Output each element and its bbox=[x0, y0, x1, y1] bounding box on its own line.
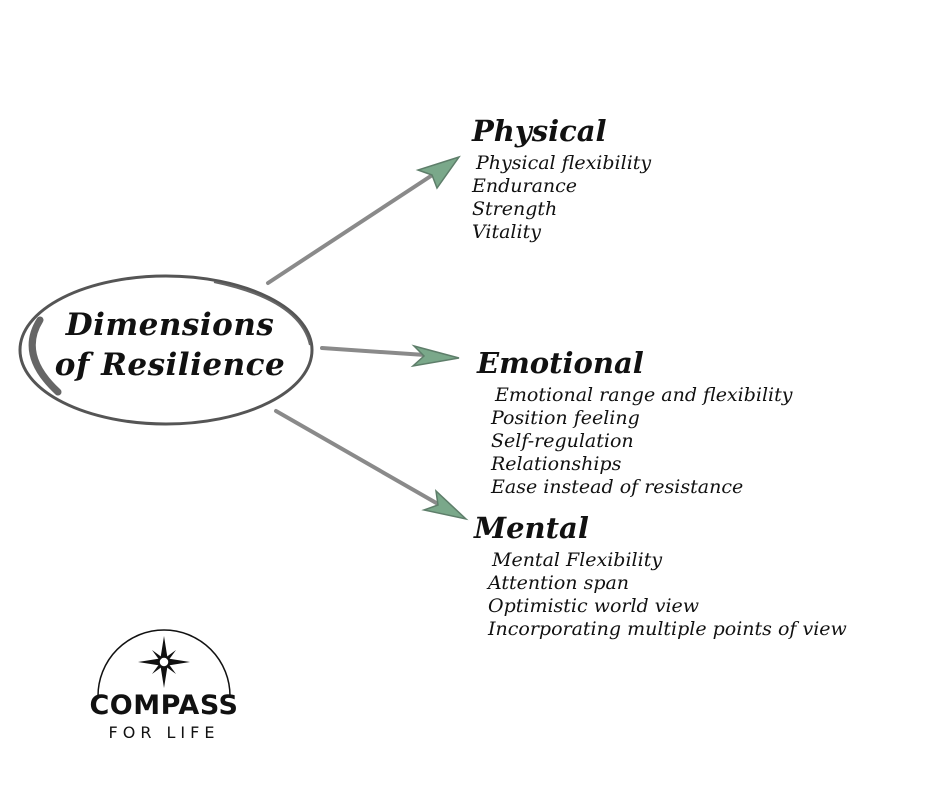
list-item: Vitality bbox=[472, 221, 541, 243]
compass-arc-icon bbox=[97, 629, 231, 697]
logo-subtitle: FOR LIFE bbox=[108, 723, 220, 742]
list-item: Emotional range and flexibility bbox=[495, 384, 793, 406]
list-item: Position feeling bbox=[491, 407, 640, 429]
branch-list-mental: Mental Flexibility Attention span Optimi… bbox=[474, 549, 847, 641]
list-item: Incorporating multiple points of view bbox=[488, 618, 847, 640]
branch-emotional: Emotional Emotional range and flexibilit… bbox=[477, 346, 793, 499]
list-item: Endurance bbox=[472, 175, 578, 197]
list-item: Ease instead of resistance bbox=[491, 476, 744, 498]
list-item: Relationships bbox=[491, 453, 622, 475]
center-title-line2: of Resilience bbox=[54, 347, 286, 383]
branch-list-emotional: Emotional range and flexibility Position… bbox=[477, 384, 793, 499]
arrow-to-emotional bbox=[320, 344, 460, 368]
center-title-line1: Dimensions bbox=[65, 307, 275, 343]
branch-mental: Mental Mental Flexibility Attention span… bbox=[474, 511, 847, 641]
list-item: Mental Flexibility bbox=[492, 549, 663, 571]
arrow-to-physical bbox=[266, 155, 461, 285]
list-item: Physical flexibility bbox=[476, 152, 652, 174]
branch-title-emotional: Emotional bbox=[477, 346, 644, 380]
branch-physical: Physical Physical flexibility Endurance … bbox=[472, 114, 651, 244]
list-item: Attention span bbox=[488, 572, 630, 594]
list-item: Optimistic world view bbox=[488, 595, 700, 617]
center-ellipse bbox=[18, 274, 314, 426]
center-title: Dimensions of Resilience bbox=[40, 305, 300, 385]
branch-list-physical: Physical flexibility Endurance Strength … bbox=[472, 152, 651, 244]
compass-star-icon bbox=[138, 636, 190, 688]
compass-for-life-logo: COMPASS FOR LIFE bbox=[80, 628, 248, 748]
arrow-to-mental bbox=[274, 409, 469, 521]
branch-title-mental: Mental bbox=[474, 511, 589, 545]
list-item: Self-regulation bbox=[491, 430, 634, 452]
logo-wordmark: COMPASS bbox=[89, 690, 239, 721]
list-item: Strength bbox=[472, 198, 558, 220]
top-band bbox=[0, 0, 940, 96]
branch-title-physical: Physical bbox=[472, 114, 607, 148]
